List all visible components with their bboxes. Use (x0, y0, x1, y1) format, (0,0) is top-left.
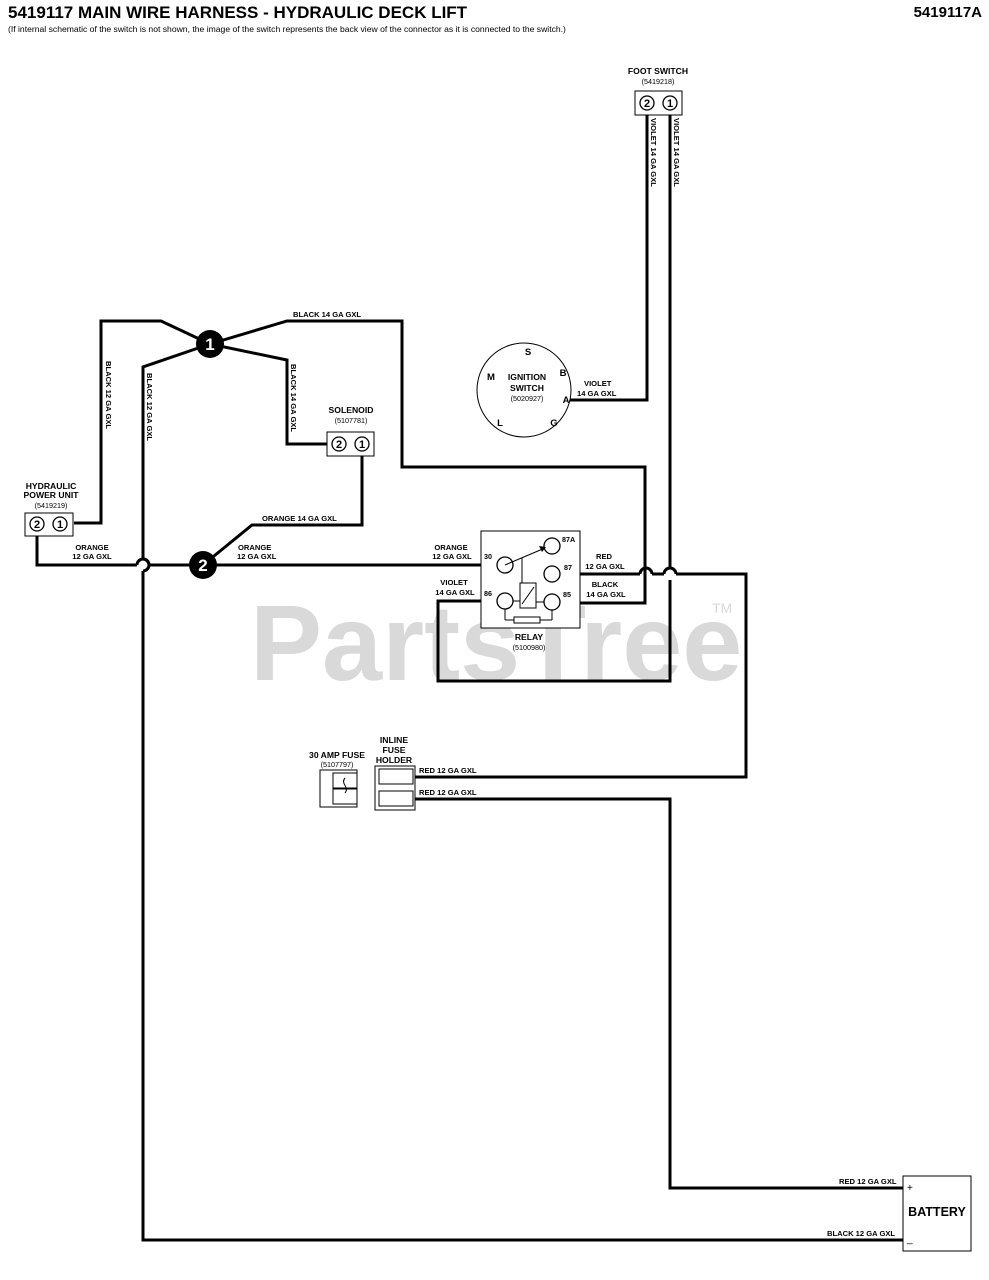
label-orange-s2-1: ORANGE (238, 543, 271, 552)
label-red-relay-2: 12 GA GXL (585, 562, 625, 571)
ignition-terminal-s: S (525, 347, 531, 358)
foot-switch-pin2: 2 (644, 98, 650, 110)
label-violet-relay-1: VIOLET (440, 578, 468, 587)
watermark-tm: TM (712, 600, 732, 616)
solenoid: SOLENOID (5107781) 2 1 (326, 405, 375, 457)
label-violet-fs1: VIOLET 14 GA GXL (672, 118, 681, 187)
foot-switch-part: (5419218) (642, 77, 675, 86)
label-red-fuse-top: RED 12 GA GXL (419, 766, 477, 775)
ignition-name-1: IGNITION (508, 372, 546, 382)
battery-name: BATTERY (908, 1205, 966, 1219)
solenoid-pin1: 1 (359, 439, 365, 451)
label-orange-relay-1: ORANGE (434, 543, 467, 552)
relay-terminal-86: 86 (484, 589, 492, 598)
label-violet-ign-1: VIOLET (584, 379, 612, 388)
battery-minus: _ (906, 1234, 913, 1245)
relay: 30 87A 87 86 85 RELAY (5100980) (480, 530, 581, 652)
wire-red-battery (414, 797, 903, 1190)
page-title: 5419117 MAIN WIRE HARNESS - HYDRAULIC DE… (8, 3, 468, 22)
label-red-battery: RED 12 GA GXL (839, 1177, 897, 1186)
fuse-part: (5107797) (321, 760, 354, 769)
ignition-terminal-g: G (550, 418, 557, 429)
ignition-terminal-l: L (497, 418, 503, 429)
label-black14-top: BLACK 14 GA GXL (293, 310, 361, 319)
fuse-holder-name-2: FUSE (383, 745, 406, 755)
label-violet-relay-2: 14 GA GXL (435, 588, 475, 597)
fuse-holder: INLINE FUSE HOLDER (374, 735, 416, 811)
label-orange-s2-2: 12 GA GXL (237, 552, 277, 561)
ignition-terminal-m: M (487, 372, 495, 383)
label-violet-fs2: VIOLET 14 GA GXL (649, 118, 658, 187)
label-orange-hpu-1: ORANGE (75, 543, 108, 552)
fuse-holder-name-3: HOLDER (376, 755, 413, 765)
foot-switch-pin1: 1 (667, 98, 673, 110)
fuse-holder-name-1: INLINE (380, 735, 408, 745)
hydraulic-power-unit: HYDRAULIC POWER UNIT (5419219) 2 1 (24, 481, 80, 537)
wire-violet-relay (436, 580, 672, 683)
battery-plus: + (907, 1183, 913, 1194)
wire-violet-fs2 (569, 103, 649, 402)
label-black-relay-2: 14 GA GXL (586, 590, 626, 599)
label-black-battery: BLACK 12 GA GXL (827, 1229, 895, 1238)
splice-2: 2 (189, 551, 217, 579)
solenoid-part: (5107781) (335, 416, 368, 425)
page-subtitle: (If internal schematic of the switch is … (8, 24, 566, 34)
hpu-pin2: 2 (34, 519, 40, 531)
solenoid-pin2: 2 (336, 439, 342, 451)
label-orange-hpu-2: 12 GA GXL (72, 552, 112, 561)
splice-1: 1 (196, 330, 224, 358)
wire-red-hop1 (638, 566, 654, 575)
hpu-part: (5419219) (35, 501, 68, 510)
wire-black12-ground (141, 571, 903, 1242)
wire-red-down (414, 572, 748, 779)
drawing-code: 5419117A (913, 4, 982, 21)
label-violet-ign-2: 14 GA GXL (577, 389, 617, 398)
hpu-name-1: HYDRAULIC (26, 481, 77, 491)
label-black12-left: BLACK 12 GA GXL (104, 361, 113, 429)
splice-2-label: 2 (198, 556, 207, 575)
ignition-terminal-b: B (560, 368, 567, 379)
foot-switch: FOOT SWITCH (5419218) 2 1 (628, 66, 688, 116)
ignition-part: (5020927) (511, 394, 544, 403)
wire-black14-top (209, 319, 647, 605)
hpu-pin1: 1 (57, 519, 63, 531)
relay-terminal-87a: 87A (562, 535, 575, 544)
hpu-name-2: POWER UNIT (24, 490, 80, 500)
relay-terminal-30: 30 (484, 552, 492, 561)
wire-black14-solenoid (209, 342, 330, 446)
label-black14-solenoid: BLACK 14 GA GXL (289, 364, 298, 432)
battery: BATTERY + _ (902, 1175, 972, 1252)
wire-violet-hop (662, 566, 678, 575)
wire-orange-hop (135, 557, 151, 566)
label-red-relay-1: RED (596, 552, 613, 561)
relay-name: RELAY (515, 632, 544, 642)
label-orange-relay-2: 12 GA GXL (432, 552, 472, 561)
solenoid-name: SOLENOID (329, 405, 374, 415)
relay-terminal-85: 85 (563, 590, 571, 599)
fuse: 30 AMP FUSE (5107797) (309, 750, 365, 808)
relay-terminal-87: 87 (564, 563, 572, 572)
ignition-terminal-a: A (563, 395, 570, 406)
label-red-fuse-bot: RED 12 GA GXL (419, 788, 477, 797)
fuse-name: 30 AMP FUSE (309, 750, 365, 760)
wire-black12-hpu (74, 319, 211, 525)
foot-switch-name: FOOT SWITCH (628, 66, 688, 76)
ignition-name-2: SWITCH (510, 383, 544, 393)
wire-black12-main (141, 342, 211, 559)
wire-orange14 (202, 444, 364, 567)
relay-part: (5100980) (513, 643, 546, 652)
label-orange14: ORANGE 14 GA GXL (262, 514, 337, 523)
label-black-relay-1: BLACK (592, 580, 619, 589)
ignition-switch: S M B A L G IGNITION SWITCH (5020927) (476, 342, 572, 438)
wire-orange-hpu (35, 524, 137, 567)
label-black12-main: BLACK 12 GA GXL (145, 373, 154, 441)
splice-1-label: 1 (205, 335, 214, 354)
